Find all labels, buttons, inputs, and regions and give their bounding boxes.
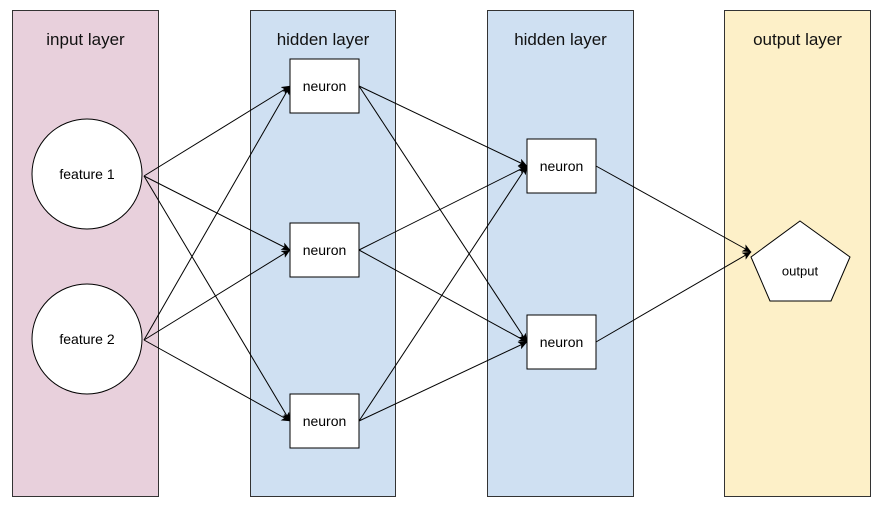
edge-feature2-to-h1b [143,249,291,341]
input-layer-title: input layer [46,30,125,49]
neuron-label: neuron [540,334,584,350]
input-node-feature-2: feature 2 [31,283,143,395]
hidden-2-neuron-top: neuron [526,138,597,194]
neuron-label: neuron [540,158,584,174]
edge-feature1-to-h1a [143,85,291,177]
output-layer-title: output layer [753,30,842,49]
edge-h1c-to-h2b [358,341,528,422]
edge-h1c-to-h2a [358,165,528,422]
input-node-feature-1: feature 1 [31,118,143,230]
neuron-label: neuron [303,242,347,258]
hidden-2-neuron-bottom: neuron [526,314,597,370]
output-node: output [750,220,851,302]
input-layer-band: input layer [12,10,159,497]
edge-feature2-to-h1a [143,85,291,341]
edge-feature1-to-h1c [143,175,291,422]
hidden-1-neuron-bottom: neuron [289,393,360,449]
hidden-1-neuron-top: neuron [289,58,360,114]
edge-h1a-to-h2b [358,85,528,343]
edge-h1b-to-h2b [358,249,528,343]
edge-h2a-to-output [595,165,752,253]
hidden-1-neuron-middle: neuron [289,222,360,278]
neuron-label: neuron [303,413,347,429]
edge-feature2-to-h1c [143,339,291,422]
output-label: output [782,264,819,279]
edge-h1b-to-h2a [358,165,528,251]
feature-2-label: feature 2 [59,331,114,347]
edge-h2b-to-output [595,251,752,343]
nodes: feature 1 feature 2 neuron neuron neuron… [31,58,851,449]
hidden-layer-2-band: hidden layer [487,10,634,497]
connections [143,85,752,422]
feature-1-label: feature 1 [59,166,114,182]
neuron-label: neuron [303,78,347,94]
hidden-layer-1-title: hidden layer [276,30,370,49]
edge-h1a-to-h2a [358,85,528,167]
hidden-layer-2-title: hidden layer [514,30,607,49]
